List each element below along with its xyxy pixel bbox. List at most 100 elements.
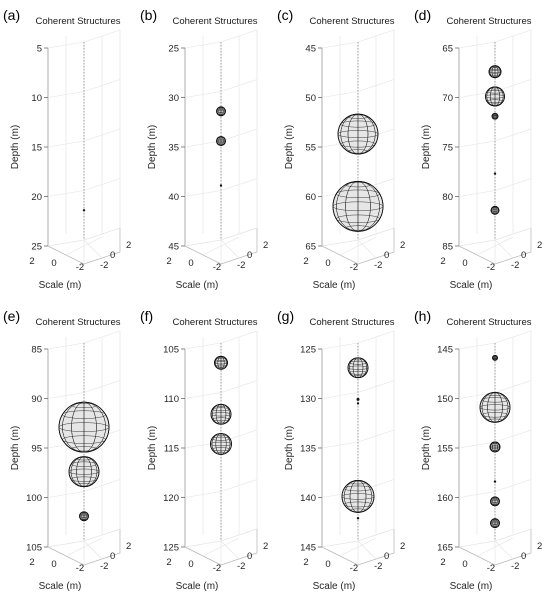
depth-tick-label: 100: [26, 493, 42, 504]
grid-line: [357, 239, 377, 259]
structure-sphere: [347, 357, 369, 379]
grid-line: [47, 190, 85, 197]
grid-line: [83, 79, 121, 92]
grid-line: [47, 239, 85, 247]
depth-tick-label: 30: [168, 93, 179, 104]
sphere-outline: [79, 511, 89, 522]
scale-tick-label-right: 0: [521, 250, 526, 261]
grid-line: [184, 91, 222, 98]
grid-line: [83, 239, 103, 259]
structure-sphere: [489, 441, 501, 453]
grid-line: [47, 140, 85, 148]
grid-line: [494, 380, 532, 393]
grid-line: [220, 29, 258, 43]
structure-sphere: [210, 433, 232, 455]
scale-tick-label-right: 0: [247, 250, 252, 261]
grid-line: [321, 342, 359, 350]
scale-axis-label: Scale (m): [313, 280, 356, 291]
depth-tick-label: 65: [305, 242, 316, 253]
depth-tick-label: 160: [437, 493, 453, 504]
depth-tick-label: 45: [305, 44, 316, 55]
sphere-outline: [489, 441, 501, 453]
grid-line: [220, 540, 240, 560]
panel-label: (c): [277, 7, 293, 23]
depth-tick-label: 45: [168, 242, 179, 253]
panel-title: Coherent Structures: [172, 16, 257, 27]
depth-axis-label: Depth (m): [10, 426, 21, 470]
grid-line: [47, 342, 85, 350]
grid-line: [494, 128, 532, 142]
grid-line: [83, 380, 121, 393]
structure-sphere: [337, 113, 379, 155]
panel-title: Coherent Structures: [172, 317, 257, 328]
grid-line: [357, 29, 395, 43]
scale-tick-label-right: 2: [263, 240, 268, 251]
structure-point: [356, 517, 360, 520]
sphere-outline: [490, 496, 500, 507]
sphere-outline: [332, 180, 384, 232]
depth-tick-label: 5: [37, 44, 42, 55]
grid-line: [357, 540, 377, 560]
panel-title: Coherent Structures: [446, 317, 531, 328]
depth-tick-label: 125: [163, 543, 179, 554]
grid-line: [47, 41, 85, 49]
grid-line: [321, 239, 359, 247]
scale-tick-label-right: -2: [374, 561, 382, 572]
structure-sphere: [485, 86, 505, 107]
grid-line: [47, 540, 85, 548]
panel-title: Coherent Structures: [35, 16, 120, 27]
panel-title: Coherent Structures: [35, 317, 120, 328]
structure-sphere: [79, 511, 89, 522]
sphere-outline: [216, 106, 226, 117]
depth-axis-label: Depth (m): [147, 125, 158, 169]
sphere-outline: [479, 391, 511, 423]
scale-axis-label: Scale (m): [39, 280, 82, 291]
grid-line: [494, 227, 532, 241]
structure-sphere: [68, 456, 100, 488]
depth-tick-label: 15: [31, 143, 42, 154]
scale-tick-label: -2: [213, 563, 221, 574]
scale-axis-label: Scale (m): [176, 581, 219, 592]
depth-tick-label: 145: [300, 543, 316, 554]
grid-line: [458, 342, 496, 350]
depth-tick-label: 145: [437, 345, 453, 356]
sphere-outline: [492, 354, 498, 361]
scale-tick-label-right: 2: [263, 541, 268, 552]
scale-tick-label-right: -2: [374, 260, 382, 271]
scale-tick-label: 2: [440, 256, 445, 267]
grid-line: [83, 330, 121, 344]
scale-tick-label-right: -2: [511, 260, 519, 271]
depth-axis-label: Depth (m): [10, 125, 21, 169]
grid-line: [458, 540, 496, 548]
structure-point: [493, 172, 497, 175]
scale-tick-label-right: 0: [247, 551, 252, 562]
grid-line: [357, 79, 395, 92]
depth-tick-label: 105: [163, 345, 179, 356]
depth-tick-label: 80: [442, 192, 453, 203]
grid-line: [494, 479, 532, 492]
grid-line: [47, 392, 85, 399]
depth-axis-label: Depth (m): [284, 125, 295, 169]
depth-tick-label: 25: [31, 242, 42, 253]
panel-title: Coherent Structures: [309, 317, 394, 328]
grid-line: [220, 330, 258, 344]
panel-label: (b): [140, 7, 157, 23]
scale-axis-label: Scale (m): [39, 581, 82, 592]
structure-sphere: [490, 518, 500, 529]
depth-tick-label: 90: [31, 394, 42, 405]
structure-sphere: [216, 136, 226, 146]
depth-tick-label: 115: [164, 444, 179, 455]
scale-tick-label-right: 2: [400, 240, 405, 251]
grid-line: [83, 528, 121, 542]
sphere-outline: [216, 136, 226, 146]
scale-tick-label: 2: [303, 557, 308, 568]
sphere-outline: [58, 401, 110, 453]
grid-line: [184, 190, 222, 197]
grid-line: [494, 528, 532, 542]
depth-tick-label: 110: [164, 394, 179, 405]
grid-line: [494, 178, 532, 191]
